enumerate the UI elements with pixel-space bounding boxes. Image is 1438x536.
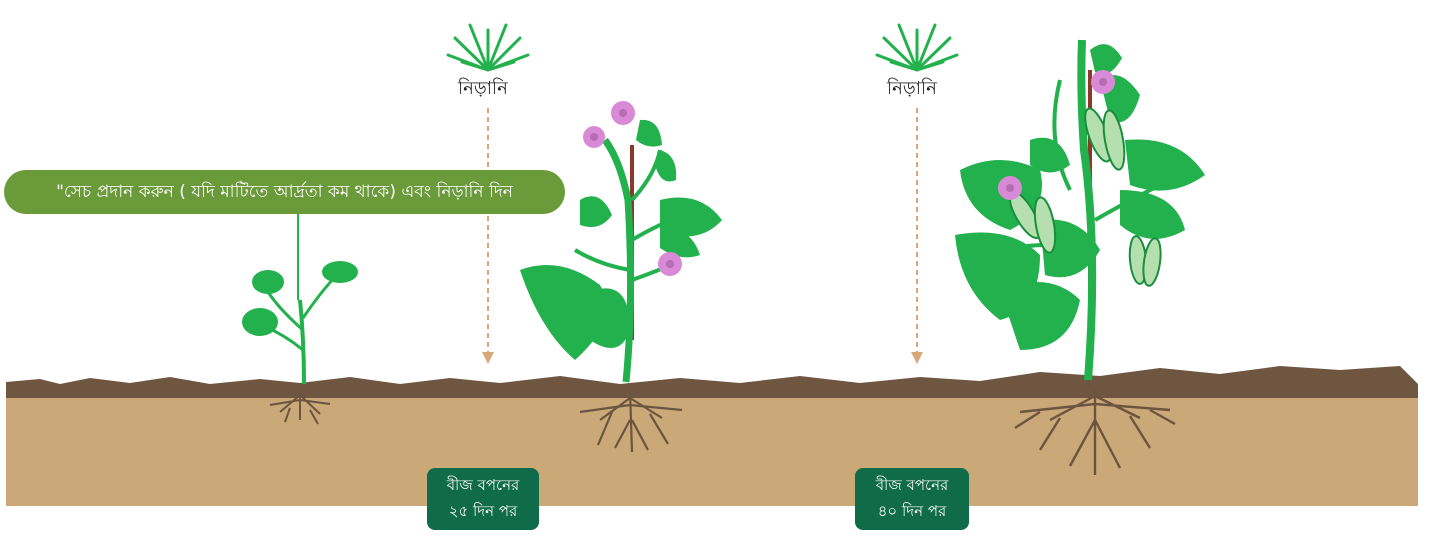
flower-icon [611, 101, 635, 125]
stage-badge-40: বীজ বপনের ৪০ দিন পর [855, 468, 969, 530]
grass-weed-icon [877, 25, 957, 70]
stage-line2: ৪০ দিন পর [855, 498, 969, 524]
flower-icon [583, 126, 605, 148]
arrow-down-icon [911, 108, 923, 364]
flower-icon [998, 176, 1022, 200]
flower-icon [1091, 70, 1115, 94]
plant-fruiting [955, 40, 1205, 380]
weeder-label-1: নিড়ানি [458, 74, 508, 105]
stage-line1: বীজ বপনের [427, 472, 539, 498]
stage-line2: ২৫ দিন পর [427, 498, 539, 524]
soil-body [6, 392, 1418, 506]
instruction-bubble: "সেচ প্রদান করুন ( যদি মাটিতে আর্দ্রতা ক… [4, 170, 565, 214]
arrow-down-icon [482, 108, 494, 364]
plant-seedling [242, 261, 358, 384]
flower-icon [658, 252, 682, 276]
soil-top [6, 366, 1418, 398]
weeder-label-2: নিড়ানি [887, 74, 937, 105]
grass-weed-icon [448, 25, 528, 70]
instruction-text: "সেচ প্রদান করুন ( যদি মাটিতে আর্দ্রতা ক… [56, 182, 513, 202]
stage-badge-25: বীজ বপনের ২৫ দিন পর [427, 468, 539, 530]
plant-flowering [520, 101, 722, 382]
stage-line1: বীজ বপনের [855, 472, 969, 498]
